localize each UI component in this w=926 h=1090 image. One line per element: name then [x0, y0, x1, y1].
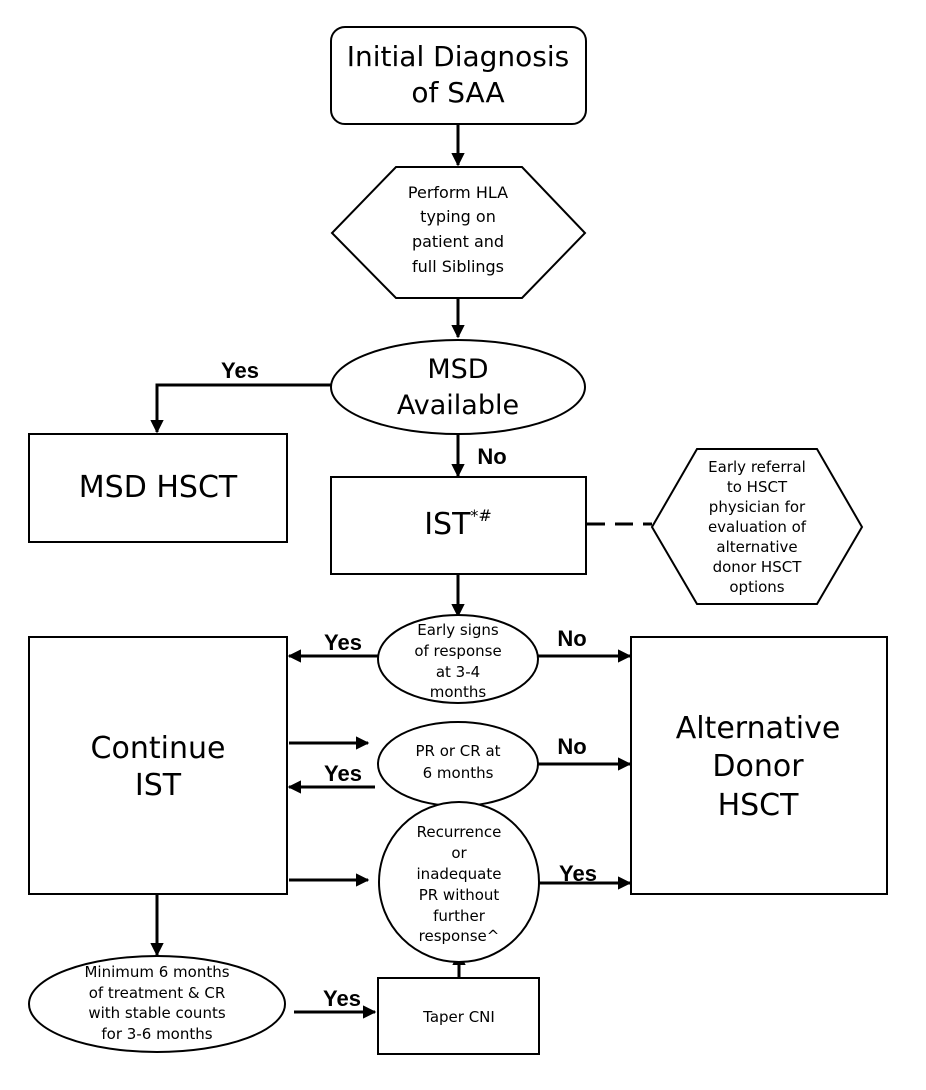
pr-yes-label: Yes: [324, 761, 362, 786]
early-signs-ellipse: [377, 614, 539, 704]
pr-no-label: No: [557, 734, 586, 759]
hla-typing-line-4: full Siblings: [412, 257, 504, 276]
taper-cni-label: Taper CNI: [422, 1008, 495, 1026]
msd-no-label: No: [477, 444, 506, 469]
hla-typing-line-3: patient and: [412, 232, 504, 251]
msd-hsct-box: [28, 433, 288, 543]
recurrence-line-5: further: [433, 907, 486, 925]
minimum-6-months-line-3: with stable counts: [88, 1004, 225, 1022]
early-signs-line-2: of response: [414, 642, 501, 660]
msd-hsct-label: MSD HSCT: [79, 470, 238, 505]
ist-box: [330, 476, 587, 575]
alternative-donor-line-3: HSCT: [718, 788, 800, 823]
pr-cr-label: PR or CR at 6 months: [415, 742, 500, 782]
minimum-6-months-label: Minimum 6 months of treatment & CR with …: [84, 963, 229, 1043]
recurrence-line-3: inadequate: [417, 865, 502, 883]
minimum-6-months-line-4: for 3-6 months: [101, 1025, 212, 1043]
pr-cr-line-2: 6 months: [423, 764, 494, 782]
initial-diagnosis-box: [330, 26, 587, 125]
taper-cni-box: [377, 977, 540, 1055]
recurrence-line-4: PR without: [419, 886, 500, 904]
initial-diagnosis-line-2: of SAA: [411, 76, 504, 109]
early-referral-line-1: Early referral: [708, 458, 806, 476]
ist-label: IST*#: [424, 506, 492, 542]
early-yes-label: Yes: [324, 630, 362, 655]
ist-label-text: IST: [424, 507, 471, 542]
early-referral-line-4: evaluation of: [708, 518, 807, 536]
alternative-donor-line-2: Donor: [712, 749, 804, 784]
initial-diagnosis-line-1: Initial Diagnosis: [347, 40, 569, 73]
hla-typing-label: Perform HLA typing on patient and full S…: [408, 183, 508, 276]
msd-available-line-1: MSD: [427, 354, 488, 385]
continue-ist-line-1: Continue: [91, 731, 226, 766]
msd-available-ellipse: [330, 339, 586, 435]
alternative-donor-box: [630, 636, 888, 895]
early-signs-line-4: months: [430, 683, 487, 701]
early-referral-line-3: physician for: [709, 498, 806, 516]
recurrence-line-6: response^: [419, 927, 500, 945]
edge-labels: Yes No Yes No Yes No Yes Yes: [221, 358, 597, 1011]
connectors: [150, 124, 652, 1019]
early-signs-line-3: at 3-4: [436, 663, 480, 681]
early-referral-line-2: to HSCT: [727, 478, 788, 496]
ist-superscript: *#: [470, 506, 491, 525]
edge-msd-yes-to-msd-hsct: [150, 383, 331, 434]
minimum-6-months-ellipse: [28, 955, 286, 1053]
early-referral-label: Early referral to HSCT physician for eva…: [708, 458, 807, 596]
initial-diagnosis-label: Initial Diagnosis of SAA: [347, 40, 569, 109]
minimum-yes-label: Yes: [323, 986, 361, 1011]
hla-typing-line-2: typing on: [420, 207, 496, 226]
early-no-label: No: [557, 626, 586, 651]
msd-available-line-2: Available: [397, 390, 519, 421]
recurrence-yes-label: Yes: [559, 861, 597, 886]
minimum-6-months-line-2: of treatment & CR: [89, 984, 226, 1002]
recurrence-label: Recurrence or inadequate PR without furt…: [417, 823, 502, 945]
early-referral-line-7: options: [729, 578, 784, 596]
continue-ist-label: Continue IST: [91, 731, 226, 803]
early-referral-line-6: donor HSCT: [713, 558, 803, 576]
alternative-donor-label: Alternative Donor HSCT: [676, 711, 841, 823]
early-referral-hexagon: [650, 448, 864, 605]
continue-ist-line-2: IST: [135, 768, 182, 803]
recurrence-line-2: or: [451, 844, 467, 862]
recurrence-circle: [378, 801, 540, 963]
pr-cr-line-1: PR or CR at: [415, 742, 500, 760]
alternative-donor-line-1: Alternative: [676, 711, 841, 746]
shapes: [28, 26, 888, 1055]
early-signs-line-1: Early signs: [417, 621, 499, 639]
msd-yes-label: Yes: [221, 358, 259, 383]
early-referral-line-5: alternative: [716, 538, 797, 556]
recurrence-line-1: Recurrence: [417, 823, 502, 841]
msd-available-label: MSD Available: [397, 354, 519, 421]
minimum-6-months-line-1: Minimum 6 months: [84, 963, 229, 981]
hla-typing-hexagon: [330, 166, 587, 299]
hla-typing-line-1: Perform HLA: [408, 183, 508, 202]
early-signs-label: Early signs of response at 3-4 months: [414, 621, 501, 701]
continue-ist-box: [28, 636, 288, 895]
